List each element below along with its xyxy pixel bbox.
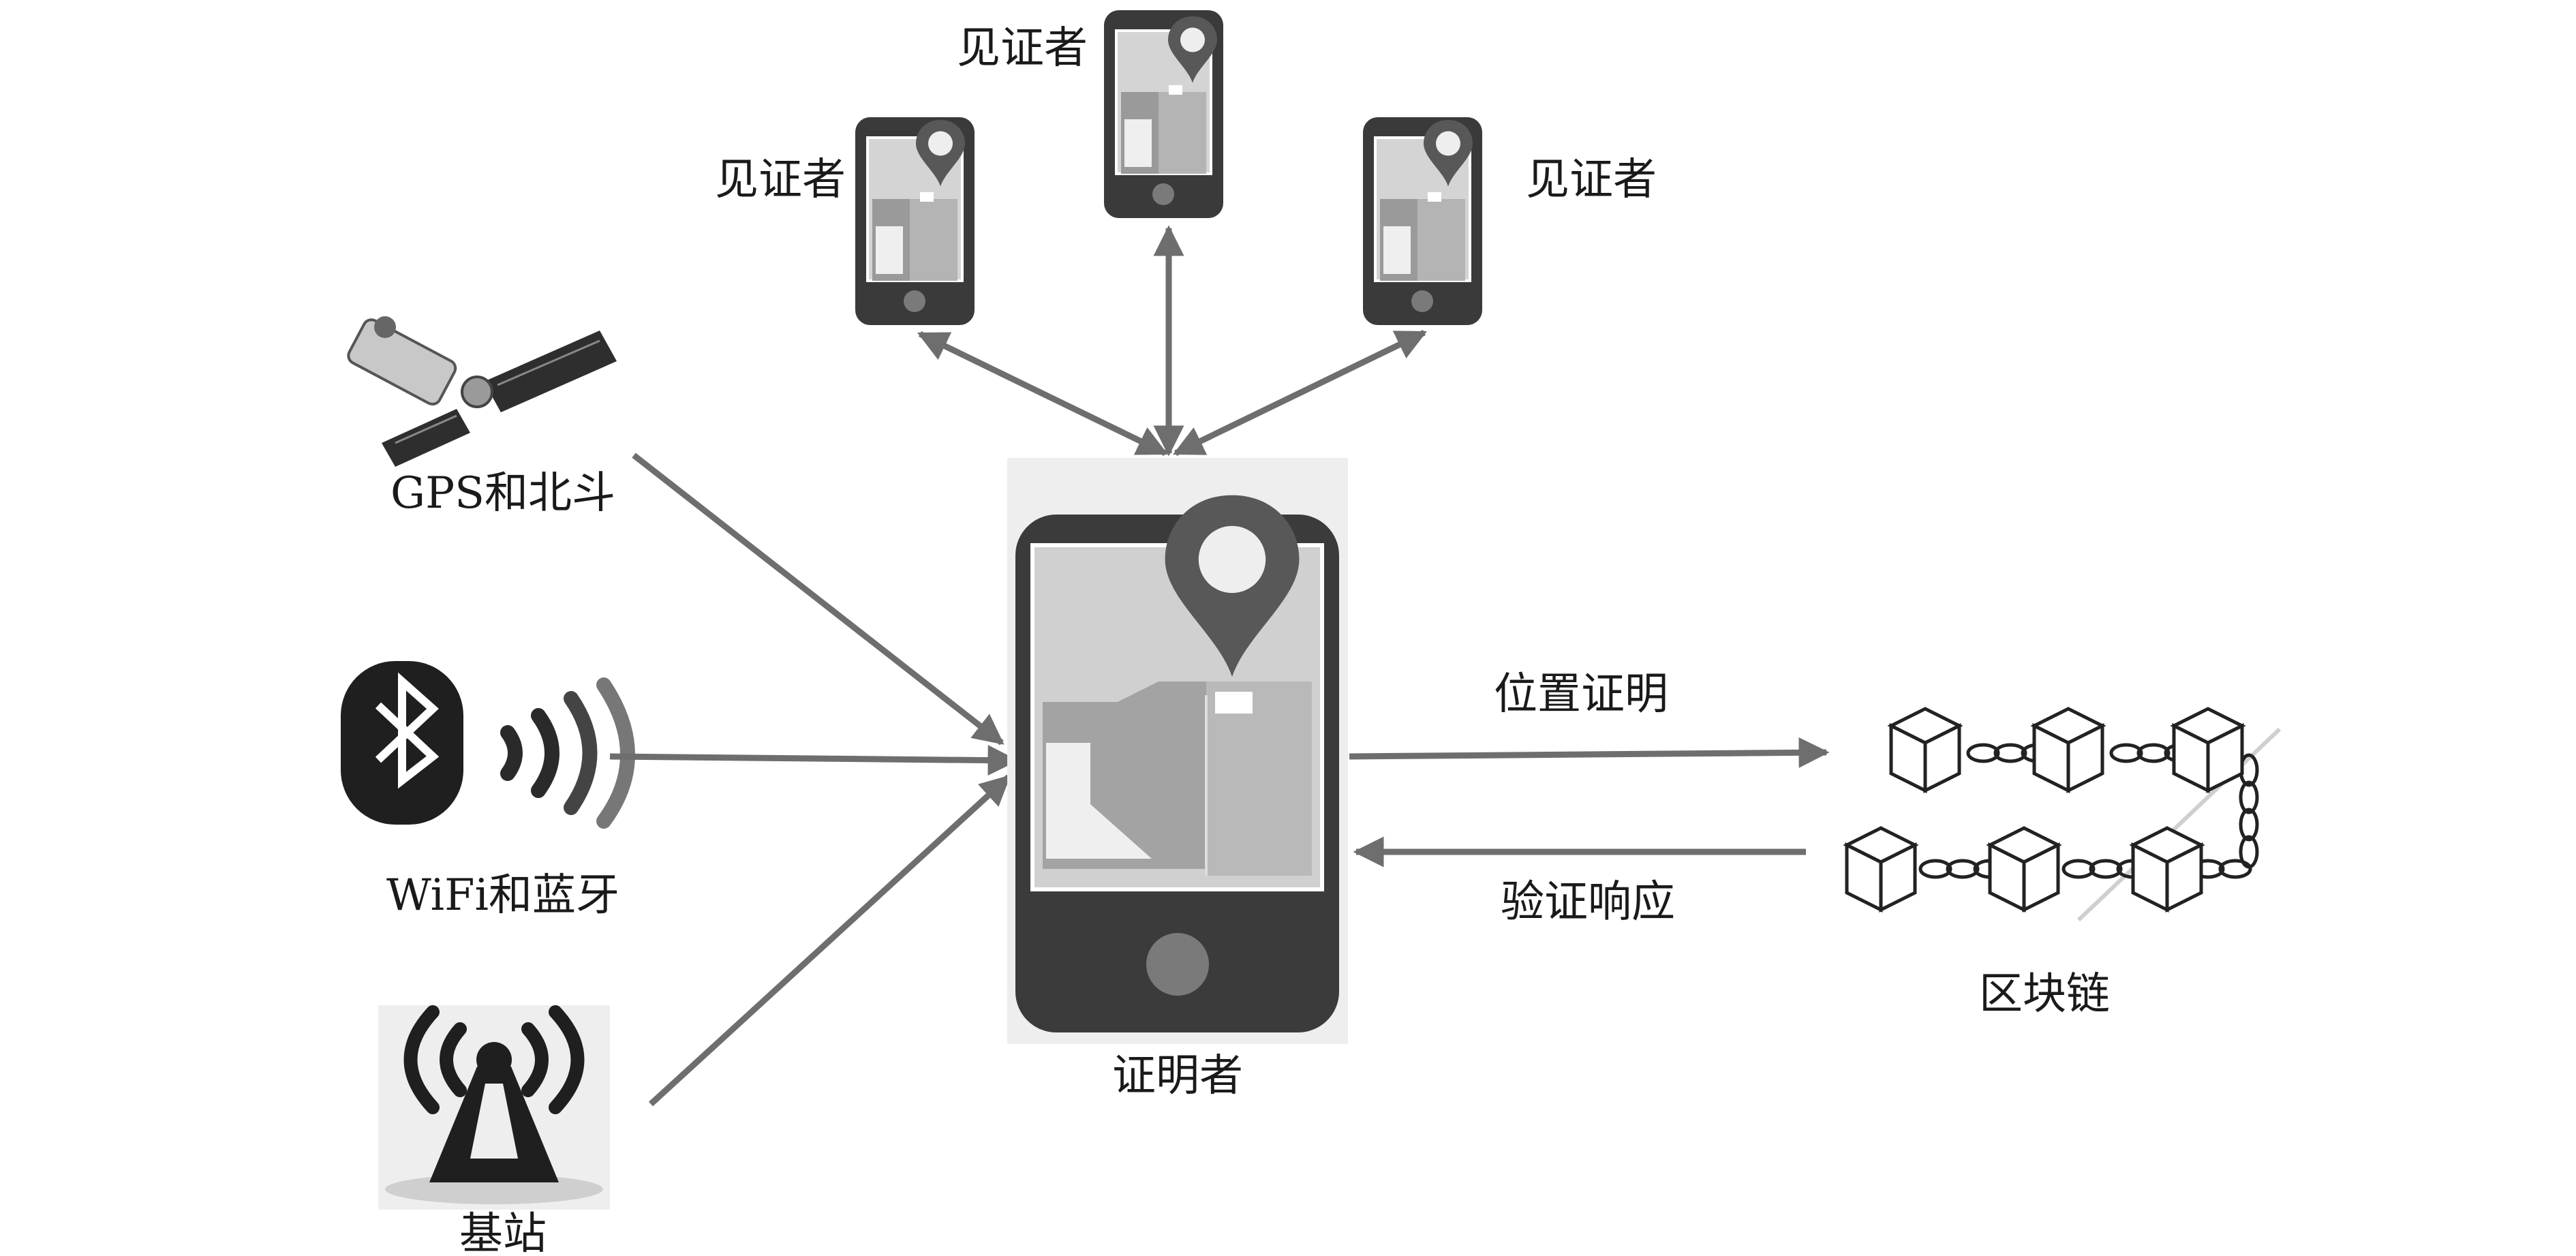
- witness-right-label: 见证者: [1526, 155, 1657, 205]
- bluetooth-icon: [341, 661, 463, 825]
- verify-response-label: 验证响应: [1501, 877, 1675, 928]
- blockchain-icon: [1847, 709, 2282, 922]
- base-station-label: 基站: [459, 1209, 547, 1256]
- witness-phone-top: [1103, 0, 1225, 220]
- wifi-bt-label: WiFi和蓝牙: [386, 870, 619, 921]
- arrow-base-to-prover: [648, 774, 1011, 1107]
- prover-label: 证明者: [1112, 1051, 1243, 1101]
- wifi-signal-icon: [500, 677, 635, 829]
- satellite-icon: [347, 316, 617, 467]
- base-station-icon: [378, 1005, 610, 1210]
- arrow-prover-witness-left: [917, 331, 1169, 457]
- gps-label: GPS和北斗: [390, 468, 615, 519]
- arrow-location-proof: [1349, 737, 1830, 768]
- location-proof-label: 位置证明: [1494, 669, 1668, 720]
- arrow-wifi-to-prover: [609, 745, 1019, 776]
- blockchain-label: 区块链: [1979, 969, 2110, 1020]
- witness-phone-left: [854, 75, 976, 326]
- witness-top-label: 见证者: [957, 23, 1088, 74]
- arrow-prover-witness-right: [1172, 329, 1428, 457]
- prover-phone: [1007, 458, 1348, 1044]
- arrow-gps-to-prover: [632, 453, 1005, 746]
- witness-left-label: 见证者: [715, 155, 846, 205]
- witness-phone-right: [1362, 75, 1484, 326]
